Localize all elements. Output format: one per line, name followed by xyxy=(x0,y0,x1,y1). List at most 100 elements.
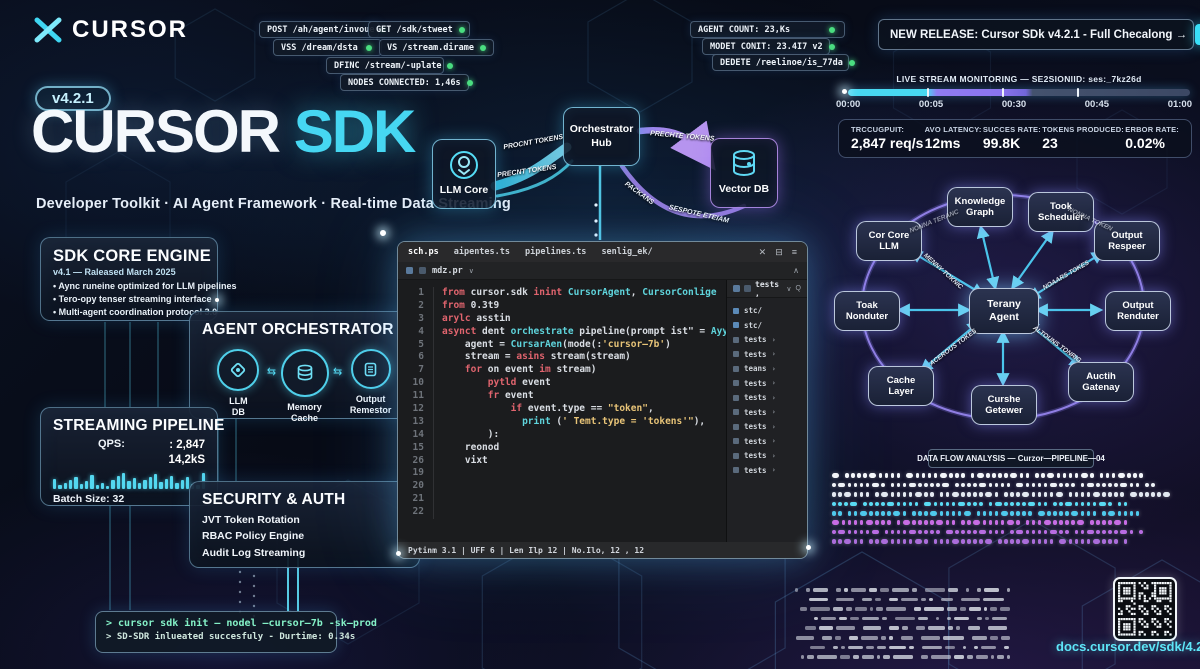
close-icon[interactable]: ✕ xyxy=(758,246,767,257)
chevron-right-icon: › xyxy=(771,393,776,402)
terminal-command: > cursor sdk init — nodel —cursor—7b -sk… xyxy=(106,618,377,629)
file-name: teans xyxy=(744,364,767,373)
nodes-connected-chip: NODES CONNECTED: 1,46s xyxy=(340,74,473,91)
stat-item: SUCCES RATE: 99.8K xyxy=(983,125,1041,152)
window-controls: ✕ ⊟ ≡ xyxy=(759,247,797,258)
file-tree-item[interactable]: teans › xyxy=(733,364,801,373)
orchestrator-hub-node: Orchestrator Hub xyxy=(563,107,640,166)
file-tree-item[interactable]: tests › xyxy=(733,350,801,359)
llm-db-icon xyxy=(217,349,260,391)
file-name: tests xyxy=(744,378,767,388)
file-tree-item[interactable]: tests › xyxy=(733,422,801,431)
menu-icon[interactable]: ≡ xyxy=(791,246,797,257)
chevron-right-icon: › xyxy=(771,422,776,431)
status-dot xyxy=(365,44,372,51)
file-tree-item[interactable]: tests › xyxy=(733,379,801,388)
status-dot xyxy=(466,79,473,86)
api-chip-vs: VS /stream.dirame xyxy=(379,39,494,56)
dot-matrix xyxy=(832,471,1173,546)
sparkle-glow xyxy=(380,230,386,236)
memory-cache-icon xyxy=(280,349,329,397)
collapse-icon[interactable]: ∧ xyxy=(793,266,799,275)
file-tree-item[interactable]: tests › xyxy=(733,437,801,446)
docs-url[interactable]: docs.cursor.dev/sdk/4.2 xyxy=(1056,639,1200,654)
file-name: tests xyxy=(744,407,767,417)
llm-core-icon xyxy=(450,151,478,180)
file-name: tests xyxy=(744,335,767,344)
panel-title: STREAMING PIPELINE xyxy=(53,417,225,434)
vector-db-icon xyxy=(733,150,755,177)
status-dot xyxy=(828,26,835,33)
api-chip-post: POST /ah/agent/invoue xyxy=(259,21,387,38)
chevron-down-icon[interactable]: ∨ xyxy=(468,267,474,275)
file-name: tests xyxy=(744,393,767,402)
tab-file-1[interactable]: aipentes.ts xyxy=(453,247,511,257)
file-name: tests xyxy=(744,349,767,359)
stat-item: AVO LATENCY: 12ms xyxy=(925,125,982,152)
chevron-right-icon: › xyxy=(771,466,776,474)
file-icon xyxy=(419,267,426,274)
editor-tab-bar: sch.ps aipentes.ts pipelines.ts senlig_e… xyxy=(398,242,807,262)
model-count-chip: MODET CONIT: 23.4I7 v2 xyxy=(702,38,835,55)
minimize-icon[interactable]: ⊟ xyxy=(775,246,783,257)
qps-bars xyxy=(53,471,206,489)
file-type-icon xyxy=(733,423,739,430)
network-node-toak-nonduter: Toak Nonduter xyxy=(834,291,900,331)
search-icon[interactable]: Q xyxy=(795,285,801,292)
logo-text: CURSOR xyxy=(72,16,189,43)
flow-label: PROCNT TOKENS xyxy=(502,133,564,152)
tick-label: 01:00 xyxy=(1167,99,1192,110)
stats-panel: TRCCUGPUIT: 2,847 req/s AVO LATENCY: 12m… xyxy=(838,119,1192,158)
view-changes-button[interactable]: VIEW CHANDES xyxy=(1195,24,1200,45)
stat-value: 23 xyxy=(1042,135,1058,151)
tab-file-2[interactable]: pipelines.ts xyxy=(525,247,587,257)
panel-title: AGENT ORCHESTRATOR xyxy=(202,321,394,338)
network-node-terany-agent: Terany Agent xyxy=(969,288,1039,334)
file-type-icon xyxy=(733,336,739,343)
edge-label: MENNY TOKNIC xyxy=(922,252,964,291)
dash-pattern xyxy=(795,585,1018,662)
orchestrator-pipeline: LLM DB ⇆ Memory Cache ⇆ Output Remestor xyxy=(202,349,407,425)
sidebar-header: tests , ∨ Q xyxy=(727,280,807,298)
tab-file-3[interactable]: senlig_ek/ xyxy=(601,247,653,257)
dedete-chip: DEDETE /reelinoe/is_77da xyxy=(712,54,855,71)
file-tree-item[interactable]: tests › xyxy=(733,466,801,475)
network-node-cache-layer: Cache Layer xyxy=(868,366,934,406)
file-tree-item[interactable]: tests › xyxy=(733,408,801,417)
file-type-icon xyxy=(733,365,739,372)
sparkle-glow xyxy=(806,545,811,550)
file-tree-item[interactable]: tests › xyxy=(733,451,801,460)
security-item: Audit Log Streaming xyxy=(202,546,306,559)
status-dot xyxy=(480,44,486,51)
title-sdk: SDK xyxy=(293,98,417,165)
breadcrumb[interactable]: mdz.pr xyxy=(432,265,463,276)
terminal-output: > SD-SDR inlueated succesfuly - Durtime:… xyxy=(106,632,356,642)
file-type-icon xyxy=(733,307,739,314)
title-cursor: CURSOR xyxy=(31,98,294,165)
flow-label: PRECNT TOKENS xyxy=(496,163,557,180)
file-tree-item[interactable]: stc/ xyxy=(733,306,801,315)
sdk-core-engine-panel: SDK CORE ENGINE v4.1 — Raleased March 20… xyxy=(40,237,237,321)
timeline-tick xyxy=(926,88,929,97)
chevron-down-icon[interactable]: ∨ xyxy=(786,285,792,293)
chevron-right-icon: › xyxy=(771,437,776,445)
editor-status-bar: Pytinm 3.1 | UFF 6 | Len Ilp 12 | No.Ilo… xyxy=(398,542,807,558)
file-tree-item[interactable]: tests › xyxy=(733,393,801,402)
output-remestor-icon xyxy=(350,349,391,389)
stat-label: SUCCES RATE: xyxy=(982,125,1041,134)
timeline-bar[interactable] xyxy=(848,88,1190,97)
tab-file-0[interactable]: sch.ps xyxy=(408,247,439,257)
edge-label: ACEROUS TOKES xyxy=(928,327,979,368)
code-editor-window: sch.ps aipentes.ts pipelines.ts senlig_e… xyxy=(397,241,808,559)
file-tree-item[interactable]: tests › xyxy=(733,335,801,344)
file-name: tests xyxy=(744,436,767,446)
network-node-output-respeer: Output Respeer xyxy=(1094,221,1160,261)
stat-item: ERBOR RATE: 0.02% xyxy=(1125,125,1179,152)
file-type-icon xyxy=(733,409,739,415)
stat-item: TOKENS PRODUCED: 23 xyxy=(1042,125,1124,152)
stat-label: ERBOR RATE: xyxy=(1125,125,1179,134)
status-dot xyxy=(828,43,835,50)
file-tree-item[interactable]: stc/ xyxy=(733,321,801,330)
file-icon xyxy=(406,267,413,274)
